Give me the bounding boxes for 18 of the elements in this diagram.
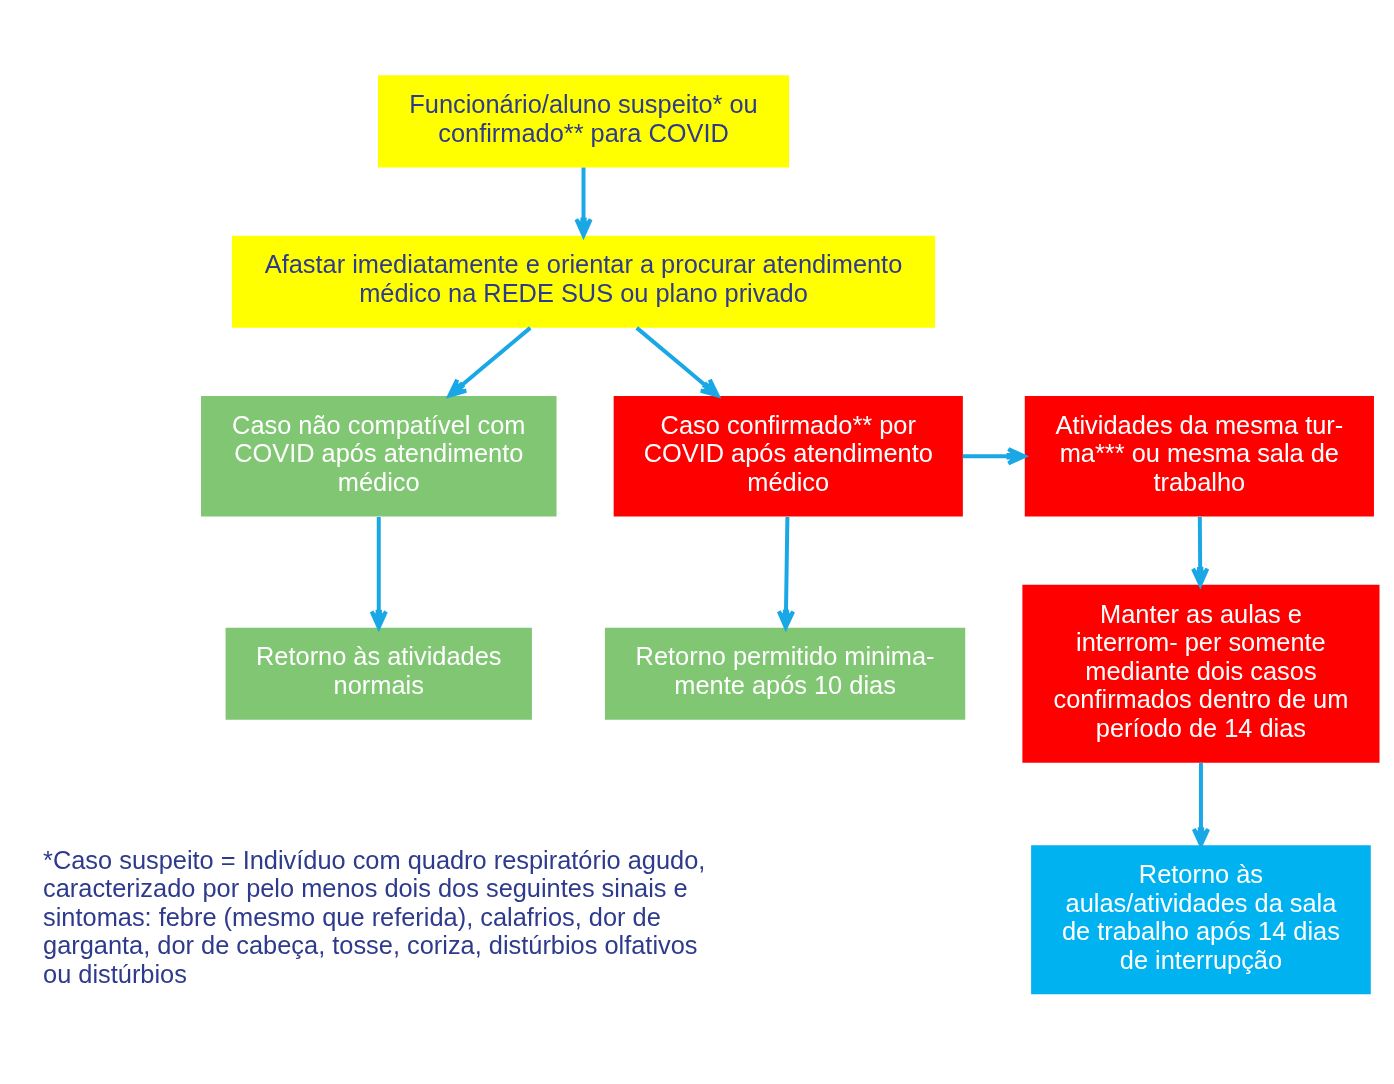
arrow bbox=[447, 326, 532, 398]
label: *Caso suspeito = Indivíduo com quadro respiratório agudo, caracterizado por pelo menos dois dos seguintes sinais e sintomas: febre (mesmo que referida), calafrios, dor de garganta, dor de cabeça, tosse, coriza, distúrbios olfativos ou distúrbios bbox=[43, 845, 706, 988]
node-box: Retorno às aulas/atividades da sala de trabalho após 14 dias de interrupção bbox=[1031, 845, 1371, 995]
node-box: Atividades da mesma tur- ma*** ou mesma sala de trabalho bbox=[1024, 395, 1374, 517]
node-box: Retorno permitido minima- mente após 10 dias bbox=[604, 627, 966, 720]
arrow bbox=[1191, 517, 1210, 587]
arrow bbox=[574, 167, 593, 238]
arrow bbox=[962, 447, 1027, 466]
arrow bbox=[1191, 763, 1211, 847]
node-box: Funcionário/aluno suspeito* ou confirmado** para COVID bbox=[377, 75, 790, 168]
node-box: Caso não compatível com COVID após atendimento médico bbox=[201, 395, 557, 517]
arrow bbox=[369, 517, 388, 630]
node-box: Afastar imediatamente e orientar a procurar atendimento médico na REDE SUS ou plano privado bbox=[231, 235, 936, 328]
node-box: Retorno às atividades normais bbox=[225, 627, 532, 720]
arrow bbox=[776, 516, 796, 630]
node-box: Caso confirmado** por COVID após atendimento médico bbox=[613, 395, 963, 517]
node-box: Manter as aulas e interrom- per somente mediante dois casos confirmados dentro de um período de 14 dias bbox=[1022, 584, 1380, 763]
arrow bbox=[635, 326, 720, 398]
